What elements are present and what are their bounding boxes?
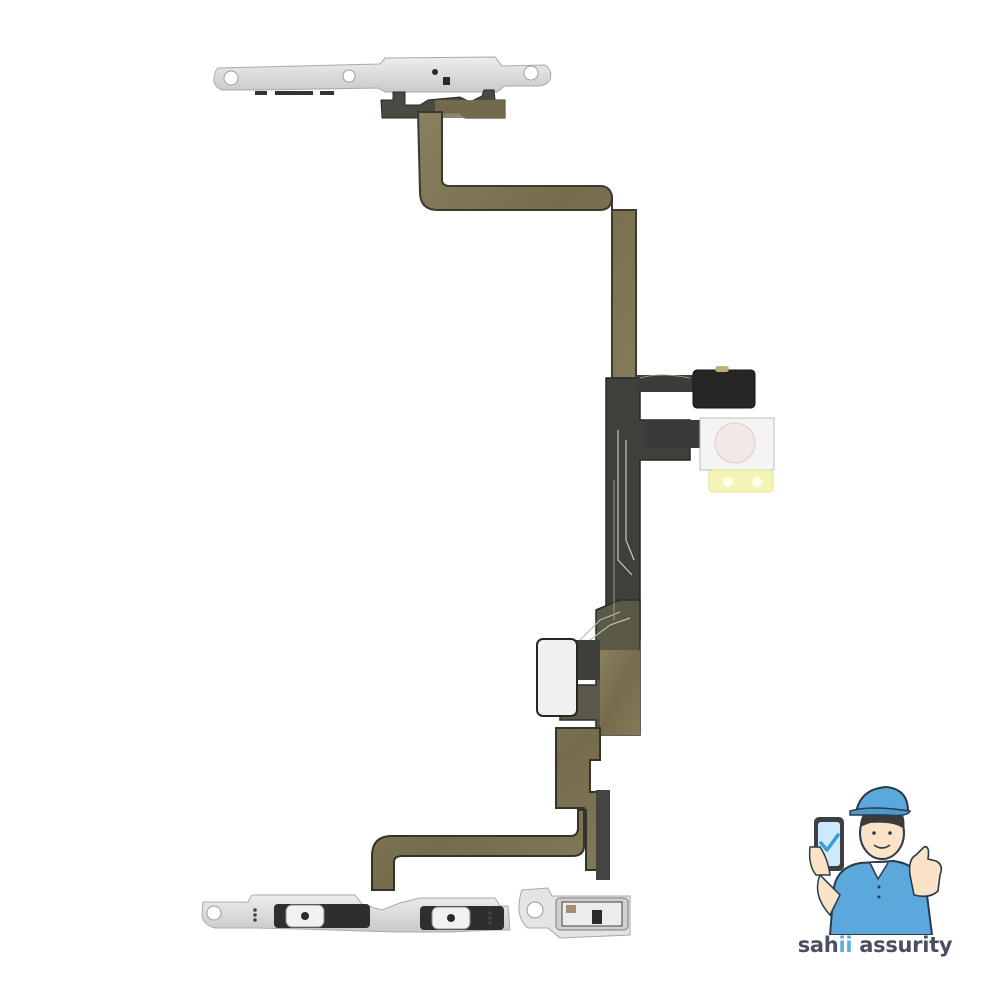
brand-name-accent: ii: [838, 933, 853, 957]
technician-thumbs-up-with-phone-check-icon: [808, 785, 943, 936]
brand-name-suffix: assurity: [852, 933, 953, 957]
flash-connector: [692, 369, 756, 409]
brand-watermark: sahii assurity: [790, 775, 960, 975]
mute-switch-bracket: [518, 887, 631, 939]
microphone-pad: [536, 638, 600, 717]
top-bracket: [213, 56, 552, 95]
brand-name-prefix: sah: [797, 933, 839, 957]
flash-led-module: [645, 417, 775, 493]
volume-bracket: [201, 894, 511, 933]
flex-cable: [371, 111, 700, 891]
brand-name: sahii assurity: [790, 933, 960, 957]
